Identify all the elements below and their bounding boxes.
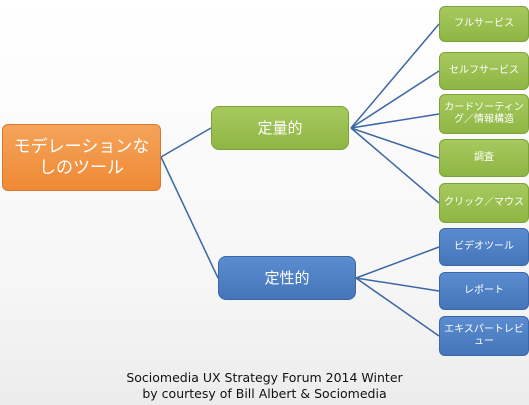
connector-quant-leaf-4 <box>350 127 440 159</box>
qualitative-node-label: 定性的 <box>264 269 310 287</box>
connector-quant-leaf-5 <box>350 127 440 204</box>
leaf-label: セルフサービス <box>449 65 519 76</box>
connector-quant-leaf-1 <box>350 23 440 129</box>
leaf-label: エキスパートレビュー <box>444 324 524 347</box>
connector-root-quantitative <box>160 127 212 158</box>
caption: Sociomedia UX Strategy Forum 2014 Winter… <box>0 370 529 402</box>
leaf-expert-review: エキスパートレビュー <box>439 316 529 356</box>
leaf-label: カードソーティング／情報構造 <box>444 102 524 125</box>
connector-quant-leaf-2 <box>350 70 440 129</box>
leaf-self-service: セルフサービス <box>439 52 529 90</box>
leaf-card-sorting: カードソーティング／情報構造 <box>439 94 529 134</box>
leaf-label: 調査 <box>474 152 494 163</box>
caption-line-2: by courtesy of Bill Albert & Sociomedia <box>142 386 387 401</box>
leaf-report: レポート <box>439 272 529 310</box>
leaf-survey: 調査 <box>439 139 529 177</box>
quantitative-node-label: 定量的 <box>257 119 303 137</box>
connector-root-qualitative <box>160 156 219 279</box>
qualitative-node: 定性的 <box>218 256 356 300</box>
leaf-label: フルサービス <box>454 18 514 29</box>
leaf-label: クリック／マウス <box>444 197 524 208</box>
leaf-click-mouse: クリック／マウス <box>439 183 529 223</box>
connector-qual-leaf-2 <box>355 277 440 292</box>
caption-line-1: Sociomedia UX Strategy Forum 2014 Winter <box>126 370 403 385</box>
connector-quant-leaf-3 <box>350 113 440 129</box>
root-node-label: モデレーションなしのツール <box>13 137 150 178</box>
connector-qual-leaf-1 <box>355 246 440 279</box>
leaf-full-service: フルサービス <box>439 6 529 42</box>
root-node: モデレーションなしのツール <box>2 124 161 191</box>
leaf-video-tools: ビデオツール <box>439 228 529 266</box>
leaf-label: ビデオツール <box>454 241 514 252</box>
quantitative-node: 定量的 <box>211 106 349 150</box>
connector-qual-leaf-3 <box>355 277 440 337</box>
leaf-label: レポート <box>464 285 504 296</box>
